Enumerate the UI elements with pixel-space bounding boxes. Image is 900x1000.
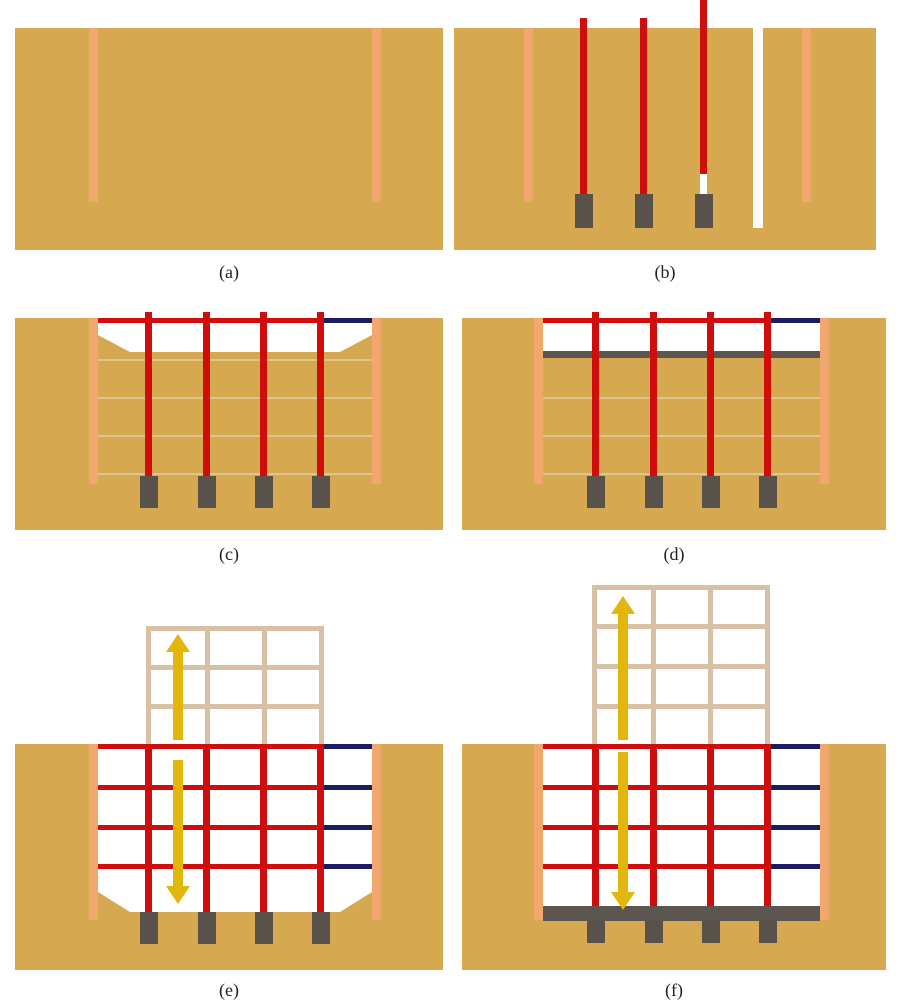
floor-slab-b1 [322,744,372,749]
steel-column [260,312,267,476]
panel-b: (b) [454,0,876,283]
panel-d: (d) [462,312,886,565]
pile [702,476,720,508]
pile [695,194,713,228]
pile [645,921,663,943]
pile [759,921,777,943]
panel-b-caption: (b) [655,262,676,283]
diaphragm-wall-left [89,318,98,484]
pile [198,912,216,944]
borehole-slot [753,28,763,228]
panel-a-caption: (a) [219,262,239,283]
steel-column [580,18,587,194]
excavation-first-level [543,318,820,352]
steel-column [203,744,210,912]
arrow-down-icon [611,752,635,910]
panel-e-caption: (e) [219,980,239,1000]
floor-slab-b1 [768,744,820,749]
panel-f: (f) [462,585,886,1000]
upper-structure-frame [146,626,324,744]
diaphragm-wall-right [372,744,381,920]
upper-structure-frame [592,585,770,744]
pile [587,476,605,508]
pile [587,921,605,943]
arrow-down-icon [166,760,190,904]
steel-column [707,312,714,476]
pile [140,476,158,508]
steel-column-being-inserted [700,0,707,174]
floor-slab-top [768,318,820,323]
arrow-up-icon [611,596,635,740]
diaphragm-wall-right [802,28,811,202]
floor-slab-b3 [322,825,372,830]
pile [645,476,663,508]
pile [635,194,653,228]
pile [702,921,720,943]
diaphragm-wall-right [372,28,381,202]
steel-column [640,18,647,194]
steel-column [592,744,599,908]
panel-d-caption: (d) [664,544,685,565]
steel-column [145,744,152,912]
soil-block [454,28,876,250]
panel-e: (e) [15,626,443,1000]
pile [140,912,158,944]
excavation-first-level [98,318,372,352]
panel-f-caption: (f) [665,980,683,1000]
diaphragm-wall-left [534,318,543,484]
diaphragm-wall-right [820,318,829,484]
column-gap [700,174,707,194]
arrow-up-icon [166,634,190,740]
pile [198,476,216,508]
steel-column [764,744,771,908]
floor-slab-top [322,318,372,323]
steel-column [317,312,324,476]
steel-column [707,744,714,908]
steel-column [145,312,152,476]
panel-c-caption: (c) [219,544,239,565]
diaphragm-wall-left [89,744,98,920]
pile [759,476,777,508]
panel-c: (c) [15,312,443,565]
steel-column [203,312,210,476]
diaphragm-wall-right [820,744,829,920]
steel-column [764,312,771,476]
temporary-slab [543,351,820,358]
pile [312,476,330,508]
diaphragm-wall-left [89,28,98,202]
floor-slab-b4 [322,864,372,869]
floor-slab-b2 [768,785,820,790]
diaphragm-wall-left [534,744,543,920]
steel-column [260,744,267,912]
soil-block [15,318,443,530]
panel-a: (a) [15,28,443,283]
pile [255,476,273,508]
floor-slab-b2 [322,785,372,790]
steel-column [650,312,657,476]
raft-foundation [543,906,820,921]
pile [575,194,593,228]
pile [312,912,330,944]
floor-slab-b4 [768,864,820,869]
floor-slab-b3 [768,825,820,830]
soil-block [15,28,443,250]
steel-column [650,744,657,908]
steel-column [317,744,324,912]
diaphragm-wall-left [524,28,533,202]
pile [255,912,273,944]
diaphragm-wall-right [372,318,381,484]
steel-column [592,312,599,476]
